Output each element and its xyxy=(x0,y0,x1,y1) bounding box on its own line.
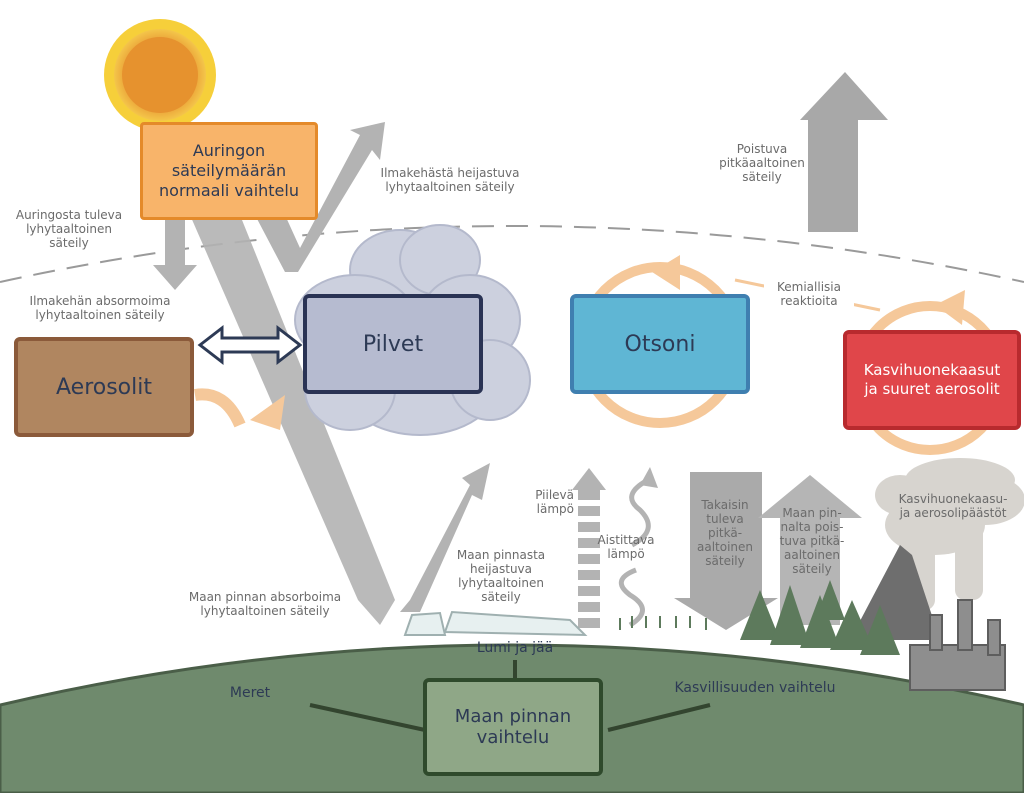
snow-ice-shape-2 xyxy=(443,610,588,637)
aerosol-cycle-arrow xyxy=(194,388,246,428)
atmos-reflected-arrow xyxy=(255,122,385,272)
snow-ice-label: Lumi ja jää xyxy=(476,640,554,656)
surface-lw-arrow xyxy=(758,475,862,625)
volcano-icon xyxy=(850,545,940,640)
back-lw-arrow xyxy=(674,472,778,630)
aerosol-cycle-head xyxy=(250,395,285,430)
outgoing-lw-label: Poistuva pitkäaaltoinen säteily xyxy=(719,142,805,184)
oceans-connector xyxy=(309,703,426,732)
emissions-label: Kasvihuonekaasu- ja aerosolipäästöt xyxy=(898,492,1008,520)
grass-icon xyxy=(619,616,707,630)
incoming-solar-beam xyxy=(190,215,395,625)
incoming-sw-label: Auringosta tuleva lyhytaaltoinen säteily xyxy=(15,208,123,250)
incoming-sw-arrow xyxy=(153,220,197,290)
surface-reflected-label: Maan pinnasta heijastuva lyhytaaltoinen … xyxy=(456,548,546,604)
surface-reflected-arrow xyxy=(400,463,490,612)
vegetation-label: Kasvillisuuden vaihtelu xyxy=(674,680,836,696)
vegetation-connector xyxy=(607,703,711,732)
chemical-label: Kemiallisia reaktioita xyxy=(764,280,854,308)
forest-icon xyxy=(740,580,900,655)
sensible-heat-label: Aistittava lämpö xyxy=(597,533,655,561)
atmos-reflected-label: Ilmakehästä heijastuva lyhytaaltoinen sä… xyxy=(380,166,520,194)
atmosphere-boundary xyxy=(0,225,1024,283)
surface-change-box: Maan pinnan vaihtelu xyxy=(423,678,603,776)
sun-icon xyxy=(104,19,216,131)
solar-variation-box: Auringon säteilymäärän normaali vaihtelu xyxy=(140,122,318,220)
sensible-heat-wave-upper xyxy=(629,477,651,548)
ozone-cycle-head xyxy=(652,255,680,290)
ozone-box: Otsoni xyxy=(570,294,750,394)
latent-heat-arrow xyxy=(572,468,606,628)
latent-heat-label: Piilevä lämpö xyxy=(535,488,574,516)
surface-absorbed-label: Maan pinnan absorboima lyhytaaltoinen sä… xyxy=(188,590,342,618)
sensible-heat-wave-lower xyxy=(618,567,645,628)
back-lw-label: Takaisin tuleva pitkä- aaltoinen säteily xyxy=(696,498,753,568)
ghg-cycle-head xyxy=(935,290,965,325)
aerosols-box: Aerosolit xyxy=(14,337,194,437)
factory-icon xyxy=(909,599,1006,691)
aerosol-cloud-double-arrow xyxy=(197,324,303,366)
sensible-heat-head xyxy=(640,467,658,488)
outgoing-lw-arrow xyxy=(800,72,888,232)
clouds-box: Pilvet xyxy=(303,294,483,394)
snow-ice-shape xyxy=(403,611,447,636)
surface-lw-label: Maan pin- nalta pois- tuva pitkä- aaltoi… xyxy=(779,506,845,576)
ghg-box: Kasvihuonekaasut ja suuret aerosolit xyxy=(843,330,1021,430)
atmos-absorbed-label: Ilmakehän absormoima lyhytaaltoinen säte… xyxy=(29,294,171,322)
oceans-label: Meret xyxy=(229,685,271,701)
